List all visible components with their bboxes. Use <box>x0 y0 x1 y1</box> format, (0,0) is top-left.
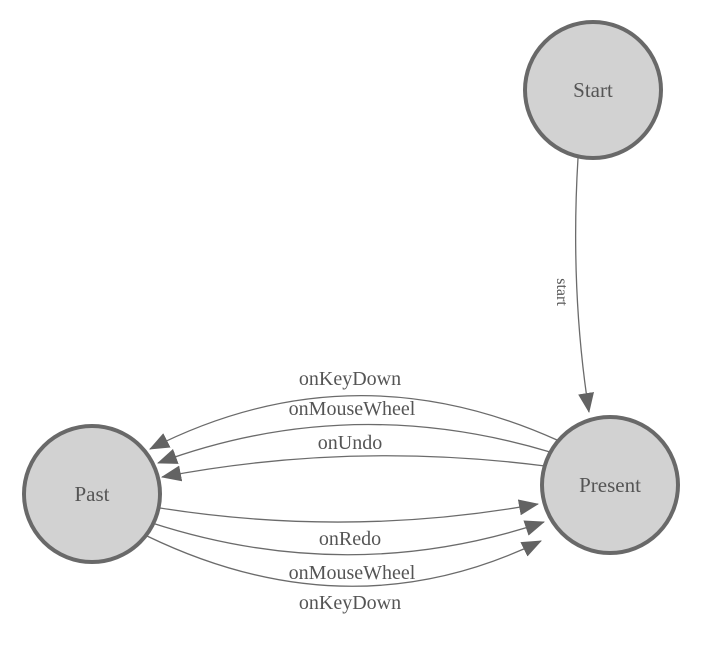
edge-label-onundo: onUndo <box>318 432 382 454</box>
edge-present-to-past-onundo[interactable] <box>161 455 546 482</box>
edge-layer <box>146 157 594 587</box>
node-past-circle[interactable] <box>22 424 162 564</box>
node-past-label: Past <box>74 482 109 506</box>
edge-past-to-present-onredo[interactable] <box>159 499 539 523</box>
node-layer: Start Present Past <box>22 20 680 564</box>
edge-label-start: start <box>553 278 570 306</box>
edge-past-to-present-onkeydown[interactable] <box>146 535 542 587</box>
edge-past-to-present-onmousewheel[interactable] <box>151 520 545 556</box>
node-start-circle[interactable] <box>523 20 663 160</box>
edge-label-onkeydown-bottom: onKeyDown <box>299 592 401 614</box>
node-present-circle[interactable] <box>540 415 680 555</box>
edge-label-onkeydown-top: onKeyDown <box>299 368 401 390</box>
node-start-label: Start <box>573 78 613 102</box>
node-start[interactable]: Start <box>523 20 663 160</box>
edge-start-to-present[interactable] <box>574 157 594 413</box>
edge-present-to-past-onmousewheel[interactable] <box>157 423 551 464</box>
edge-label-onmousewheel-bottom: onMouseWheel <box>289 562 416 584</box>
node-past[interactable]: Past <box>22 424 162 564</box>
node-present-label: Present <box>579 473 641 497</box>
edge-present-to-past-onkeydown[interactable] <box>149 394 558 450</box>
node-present[interactable]: Present <box>540 415 680 555</box>
edge-label-onmousewheel-top: onMouseWheel <box>289 398 416 420</box>
edge-label-onredo: onRedo <box>319 528 381 550</box>
edge-label-layer: start onKeyDown onMouseWheel onUndo onRe… <box>289 278 570 614</box>
